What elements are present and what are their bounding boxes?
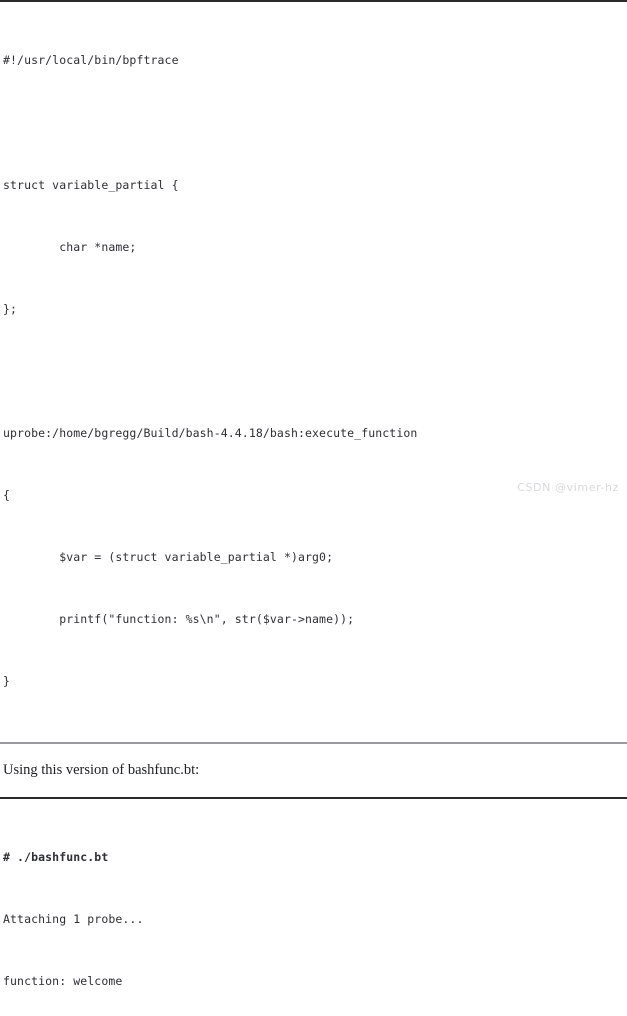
prose-caption: Using this version of bashfunc.bt:: [3, 761, 200, 778]
spacer-terminal-top: [0, 799, 627, 806]
script-listing: #!/usr/local/bin/bpftrace struct variabl…: [0, 9, 627, 734]
script-line-struct-open: struct variable_partial {: [3, 177, 179, 192]
script-line-blank-1: [0, 113, 627, 134]
script-line-block-open: {: [3, 488, 11, 503]
document-page: #!/usr/local/bin/bpftrace struct variabl…: [0, 0, 627, 988]
script-line-uprobe: uprobe:/home/bgregg/Build/bash-4.4.18/ba…: [3, 426, 418, 441]
spacer-prose-bottom: [0, 780, 627, 797]
script-line-var-assign: $var = (struct variable_partial *)arg0;: [3, 550, 334, 565]
script-line-printf: printf("function: %s\n", str($var->name)…: [3, 612, 355, 627]
rule-top: [0, 0, 627, 2]
spacer-prose-top: [0, 744, 627, 760]
script-line-blank-2: [0, 361, 627, 382]
terminal-output-line: function: welcome: [3, 974, 123, 989]
spacer-script-bottom: [0, 734, 627, 742]
script-line-struct-member: char *name;: [3, 239, 137, 254]
script-line-shebang: #!/usr/local/bin/bpftrace: [3, 53, 179, 68]
terminal-output-line: Attaching 1 probe...: [3, 912, 144, 927]
script-line-block-close: }: [3, 674, 11, 689]
terminal-command: # ./bashfunc.bt: [3, 849, 109, 864]
spacer-top: [0, 2, 627, 9]
script-line-struct-close: };: [3, 301, 18, 316]
terminal-transcript: # ./bashfunc.bt Attaching 1 probe... fun…: [0, 806, 627, 1016]
